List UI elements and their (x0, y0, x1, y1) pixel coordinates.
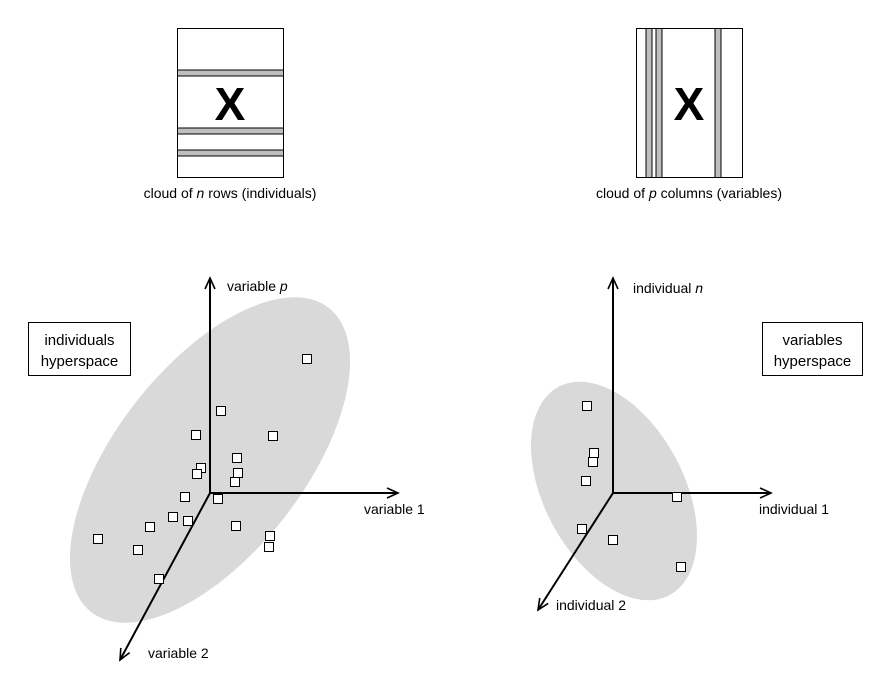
variables-hyperspace-label-box: variables hyperspace (762, 322, 863, 376)
axis-label-individual-2: individual 2 (556, 597, 626, 613)
individuals-points (93, 354, 312, 584)
axis-individual-2 (536, 492, 614, 612)
label-box-line1: variables (782, 332, 842, 349)
label-box-line2: hyperspace (41, 353, 119, 370)
data-point (233, 468, 243, 478)
data-point (268, 431, 278, 441)
data-point (676, 562, 686, 572)
row-stripe (177, 149, 284, 157)
label-box-line2: hyperspace (774, 353, 852, 370)
data-point (588, 457, 598, 467)
row-stripe (177, 127, 284, 135)
axis-variable-2 (119, 492, 211, 662)
label-box-frame (762, 322, 863, 376)
axis-label-variable-1: variable 1 (364, 501, 425, 517)
data-point (581, 476, 591, 486)
data-point (168, 512, 178, 522)
data-point (192, 469, 202, 479)
data-point (230, 477, 240, 487)
data-point (180, 492, 190, 502)
rows-matrix-caption: cloud of n rows (individuals) (144, 185, 317, 201)
data-point (577, 524, 587, 534)
data-point (133, 545, 143, 555)
data-point (232, 453, 242, 463)
rows-matrix-letter: X (215, 78, 246, 130)
data-point (213, 494, 223, 504)
data-point (216, 406, 226, 416)
axis-label-variable-p: variable p (227, 278, 288, 294)
data-point (608, 535, 618, 545)
data-point (93, 534, 103, 544)
data-point (302, 354, 312, 364)
variables-hyperspace-panel: variables hyperspace individual n indivi… (531, 276, 863, 613)
cols-matrix-frame (636, 28, 743, 178)
cols-matrix-caption: cloud of p columns (variables) (596, 185, 782, 201)
individuals-hyperspace-label-box: individuals hyperspace (28, 322, 131, 376)
axis-label-individual-1: individual 1 (759, 501, 829, 517)
data-point (264, 542, 274, 552)
data-point (265, 531, 275, 541)
col-stripe (645, 28, 653, 178)
label-box-line1: individuals (44, 332, 114, 349)
axis-label-variable-2: variable 2 (148, 645, 209, 661)
data-point (582, 401, 592, 411)
data-point (183, 516, 193, 526)
data-point (231, 521, 241, 531)
rows-matrix: X (177, 28, 284, 178)
data-point (154, 574, 164, 584)
col-stripe (655, 28, 663, 178)
data-point (191, 430, 201, 440)
data-point (145, 522, 155, 532)
cols-matrix-letter: X (674, 78, 705, 130)
col-stripe (714, 28, 722, 178)
axis-label-individual-n: individual n (633, 280, 703, 296)
variables-points (577, 401, 686, 572)
data-point (672, 492, 682, 502)
individuals-hyperspace-panel: individuals hyperspace variable p variab… (28, 276, 425, 662)
label-box-frame (28, 322, 131, 376)
data-point (589, 448, 599, 458)
cols-matrix: X (636, 28, 743, 178)
row-stripe (177, 69, 284, 77)
